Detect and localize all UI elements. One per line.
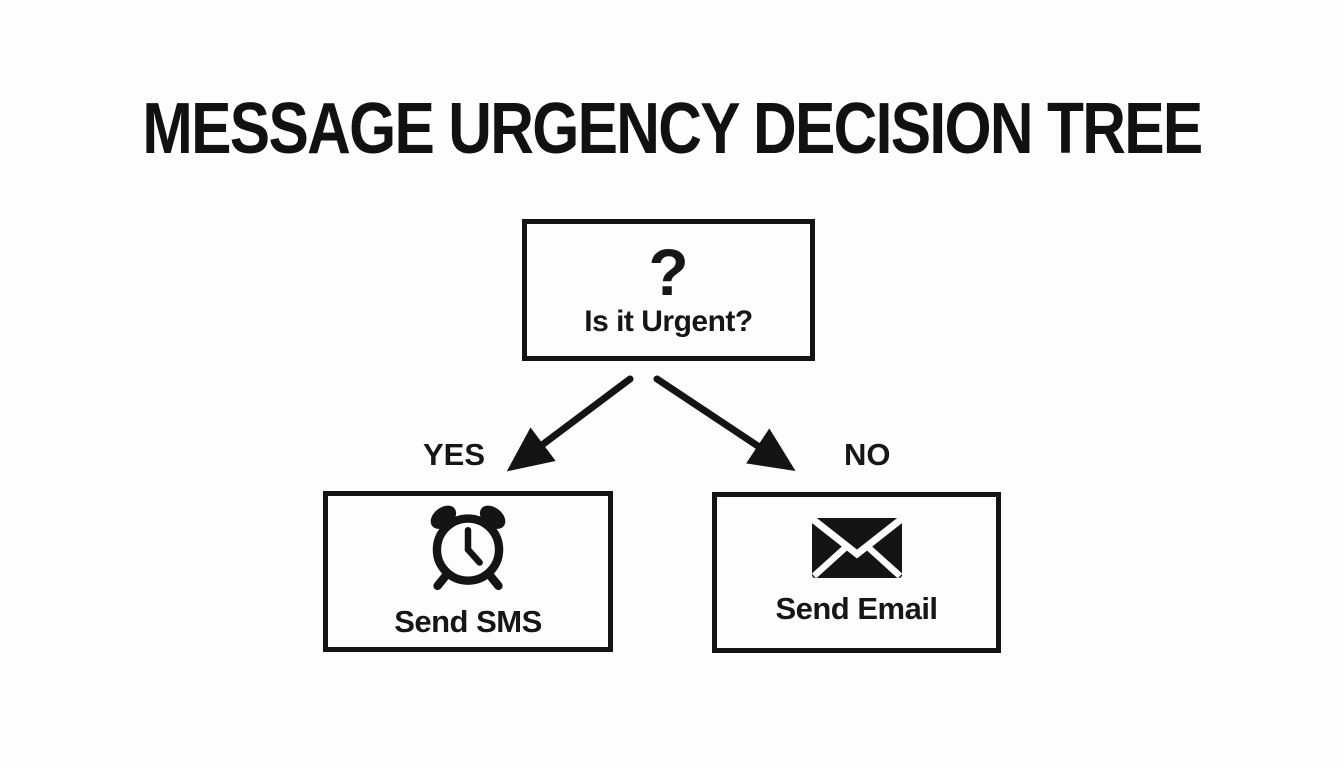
action-node-send-sms: Send SMS <box>323 491 613 652</box>
action-node-label: Send SMS <box>394 604 542 639</box>
envelope-icon <box>811 518 902 578</box>
decision-node-label: Is it Urgent? <box>584 305 753 339</box>
decision-node-is-it-urgent: ? Is it Urgent? <box>522 219 815 361</box>
page-title: MESSAGE URGENCY DECISION TREE <box>142 89 1203 169</box>
action-node-label: Send Email <box>775 591 938 626</box>
question-mark-icon: ? <box>648 234 689 309</box>
branch-label-no: NO <box>844 437 891 472</box>
alarm-clock-icon <box>426 503 510 591</box>
yes-arrow <box>506 375 634 472</box>
action-node-send-email: Send Email <box>712 492 1001 653</box>
no-arrow <box>653 375 796 472</box>
branch-label-yes: YES <box>423 437 486 472</box>
